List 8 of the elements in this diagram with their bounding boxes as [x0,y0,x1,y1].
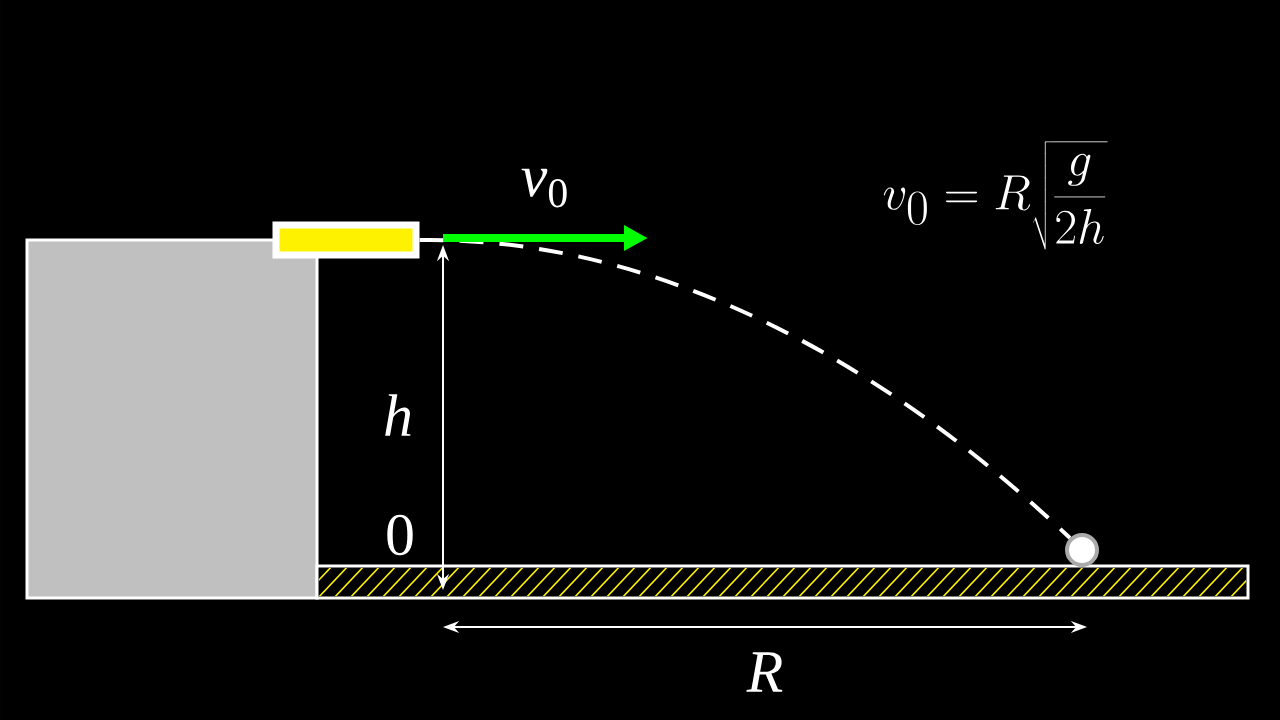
trajectory [419,238,1072,540]
formula: $v_0 = R\sqrt{\frac{g}{2h}}$ [883,141,1108,250]
height-label: h [385,394,411,436]
launcher-box [272,221,420,259]
velocity-label: v$_{0}$ [521,168,567,208]
ball [1065,533,1099,567]
origin-label: 0 [387,514,413,556]
range-label: R [746,652,783,692]
